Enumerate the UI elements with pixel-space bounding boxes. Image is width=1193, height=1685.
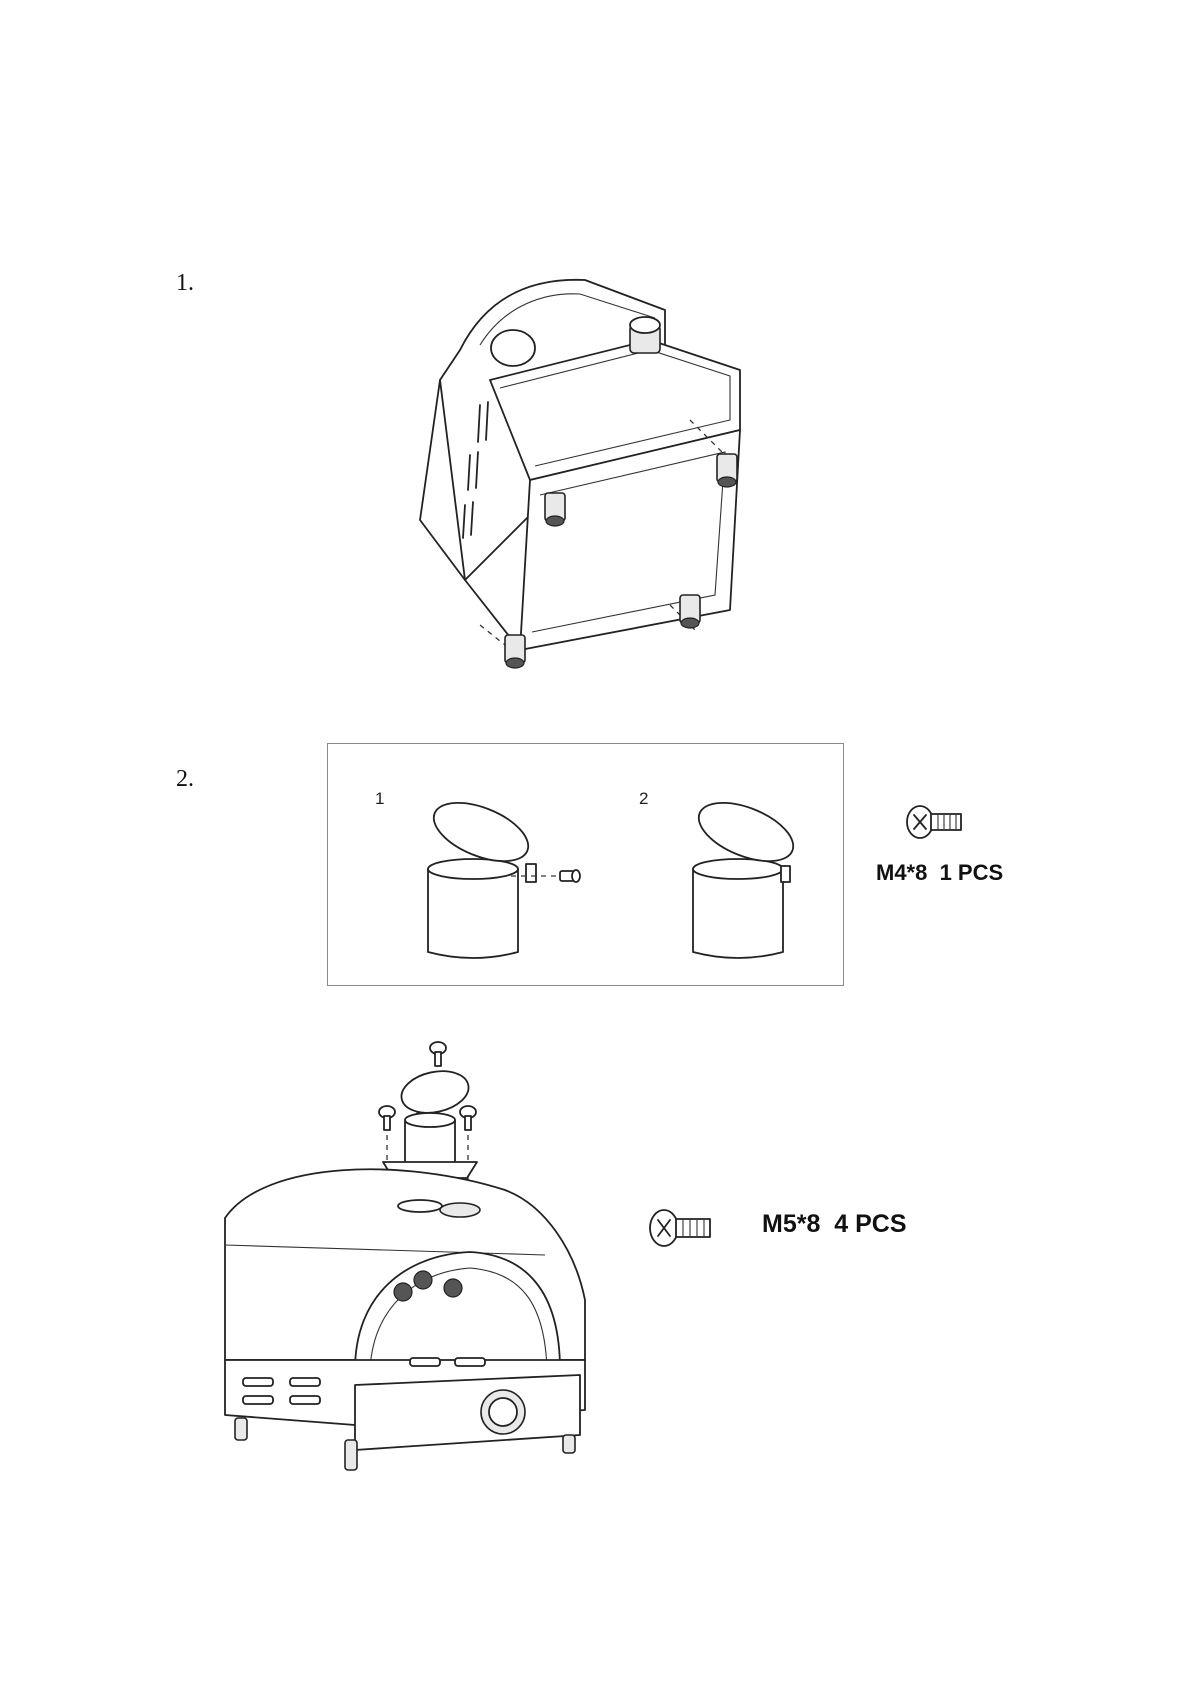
sub-step-2-number: 2 [639, 789, 648, 809]
step-2-oven-chimney-assembly-illustration [205, 1040, 625, 1480]
right-screw [460, 1106, 476, 1130]
screw-m4-small-icon [560, 870, 580, 882]
top-screw [430, 1042, 446, 1066]
left-screw [379, 1106, 395, 1130]
control-knob [630, 317, 660, 353]
sub-step-1-chimney-cap-illustration [423, 804, 603, 964]
leg-1 [717, 454, 737, 487]
leg-4 [505, 635, 525, 668]
screw-icon [905, 804, 965, 840]
chimney-cap-detail-panel: 1 2 [327, 743, 844, 986]
leg-2 [545, 493, 565, 526]
step-1-number: 1. [176, 270, 194, 297]
sub-step-2-chimney-cap-illustration [688, 804, 828, 964]
step-2-number: 2. [176, 766, 194, 793]
leg-3 [680, 595, 700, 628]
m4-screw-spec: M4*8 1 PCS [876, 860, 1003, 886]
screw-icon [648, 1208, 714, 1248]
m5-screw-spec: M5*8 4 PCS [762, 1210, 907, 1239]
step-1-oven-upside-down-illustration [410, 270, 810, 680]
sub-step-1-number: 1 [375, 789, 384, 809]
front-control-knob [481, 1390, 525, 1434]
